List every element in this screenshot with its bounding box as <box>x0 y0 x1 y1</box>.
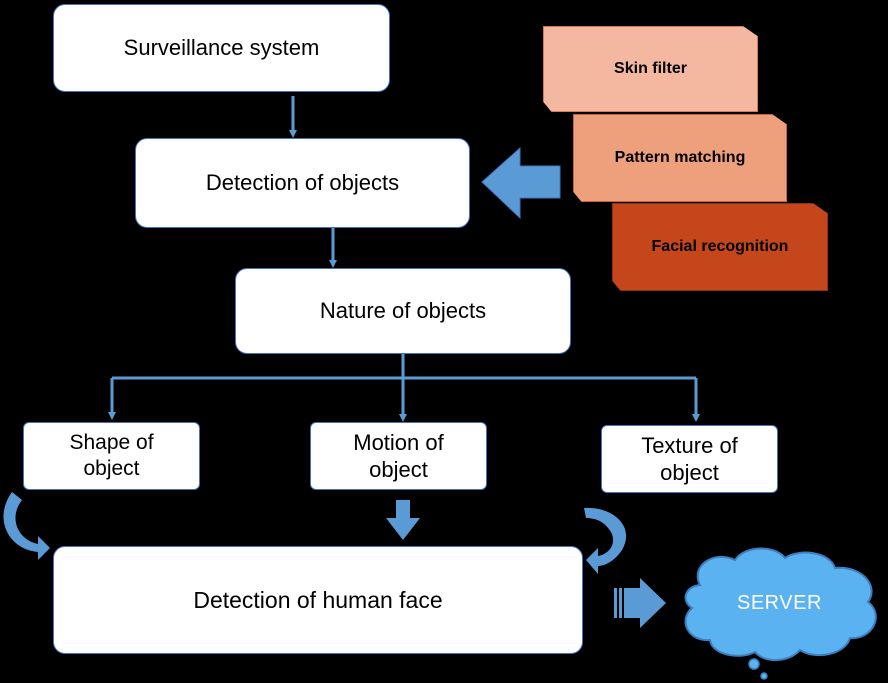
facial-recognition-label: Facial recognition <box>651 238 789 255</box>
server-label: SERVER <box>737 592 822 614</box>
shape-of-object-line1: Shape of <box>69 430 154 454</box>
server-cloud <box>684 547 877 661</box>
texture-curved-arrow <box>584 507 627 574</box>
nature-of-objects-label: Nature of objects <box>319 298 487 324</box>
shape-of-object-node: Shape of object <box>23 422 200 490</box>
nature-of-objects-node: Nature of objects <box>235 268 571 354</box>
skin-filter-label: Skin filter <box>614 60 687 77</box>
motion-of-object-line1: Motion of <box>353 429 444 455</box>
branch-connector <box>108 354 700 422</box>
methods-block-arrow <box>481 146 561 220</box>
facial-recognition-note: Facial recognition <box>612 203 828 291</box>
pattern-matching-label: Pattern matching <box>614 149 746 166</box>
texture-of-object-node: Texture of object <box>601 425 778 493</box>
shape-of-object-line2: object <box>83 457 140 480</box>
detection-of-objects-node: Detection of objects <box>135 138 470 228</box>
surveillance-system-label: Surveillance system <box>123 35 320 61</box>
texture-of-object-line2: object <box>660 460 719 485</box>
detection-of-human-face-label: Detection of human face <box>193 586 443 613</box>
texture-of-object-line1: Texture of <box>641 432 738 458</box>
skin-filter-note: Skin filter <box>543 26 758 112</box>
surveillance-system-node: Surveillance system <box>53 4 390 92</box>
motion-down-block-arrow <box>386 500 420 540</box>
shape-curved-arrow <box>3 492 51 560</box>
detection-of-objects-label: Detection of objects <box>205 170 400 196</box>
motion-of-object-node: Motion of object <box>310 422 487 490</box>
pattern-matching-note: Pattern matching <box>573 114 787 202</box>
detection-of-human-face-node: Detection of human face <box>53 546 583 654</box>
motion-of-object-line2: object <box>369 457 428 482</box>
server-block-arrow <box>614 578 666 628</box>
